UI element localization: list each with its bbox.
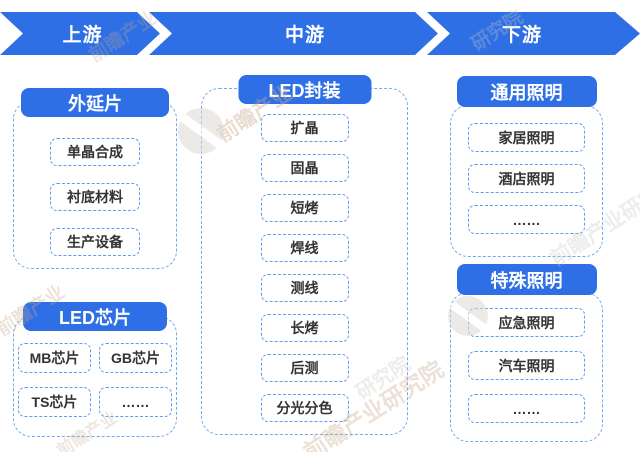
banner-segment-downstream-shape <box>427 12 640 55</box>
banner-label-upstream: 上游 <box>62 25 103 46</box>
epitaxial-wafer-group: 外延片 单晶合成 衬底材料 生产设备 <box>13 88 177 269</box>
led-chip-group: LED芯片 MB芯片 GB芯片 TS芯片 …… <box>13 302 177 437</box>
diagram-node: 长烤 <box>260 314 349 342</box>
led-chip-group-title: LED芯片 <box>23 302 167 331</box>
diagram-node: 汽车照明 <box>468 351 585 380</box>
diagram-node-ellipsis: …… <box>468 394 585 423</box>
diagram-node: 分光分色 <box>260 394 349 422</box>
diagram-node: 扩晶 <box>260 114 349 142</box>
diagram-node: MB芯片 <box>18 343 91 373</box>
diagram-node: 短烤 <box>260 194 349 222</box>
diagram-node: 家居照明 <box>468 123 585 152</box>
diagram-node: TS芯片 <box>18 387 91 417</box>
banner-chevron-shapes <box>0 12 640 55</box>
diagram-node: GB芯片 <box>99 343 172 373</box>
diagram-node-ellipsis: …… <box>99 387 172 417</box>
led-packaging-group: LED封装 扩晶 固晶 短烤 焊线 测线 长烤 后测 分光分色 <box>201 75 408 435</box>
diagram-node: 单晶合成 <box>50 138 140 166</box>
diagram-node: 应急照明 <box>468 308 585 337</box>
diagram-node: 测线 <box>260 274 349 302</box>
epitaxial-wafer-group-title: 外延片 <box>21 88 169 117</box>
diagram-node: 焊线 <box>260 234 349 262</box>
banner-label-midstream: 中游 <box>284 25 325 46</box>
special-lighting-group: 特殊照明 应急照明 汽车照明 …… <box>450 264 603 442</box>
diagram-node: 固晶 <box>260 154 349 182</box>
banner-segment-upstream-shape <box>0 12 160 55</box>
industry-chain-banner: 上游 中游 下游 <box>0 12 640 55</box>
diagram-node: 后测 <box>260 354 349 382</box>
general-lighting-group: 通用照明 家居照明 酒店照明 …… <box>450 76 603 257</box>
diagram-node: 衬底材料 <box>50 183 140 211</box>
special-lighting-group-title: 特殊照明 <box>456 264 597 295</box>
led-packaging-group-title: LED封装 <box>238 75 371 104</box>
diagram-node: 生产设备 <box>50 228 140 256</box>
diagram-node: 酒店照明 <box>468 164 585 193</box>
banner-segment-midstream-shape <box>149 12 438 55</box>
banner-label-downstream: 下游 <box>501 25 542 46</box>
diagram-node-ellipsis: …… <box>468 205 585 234</box>
general-lighting-group-title: 通用照明 <box>456 76 597 107</box>
